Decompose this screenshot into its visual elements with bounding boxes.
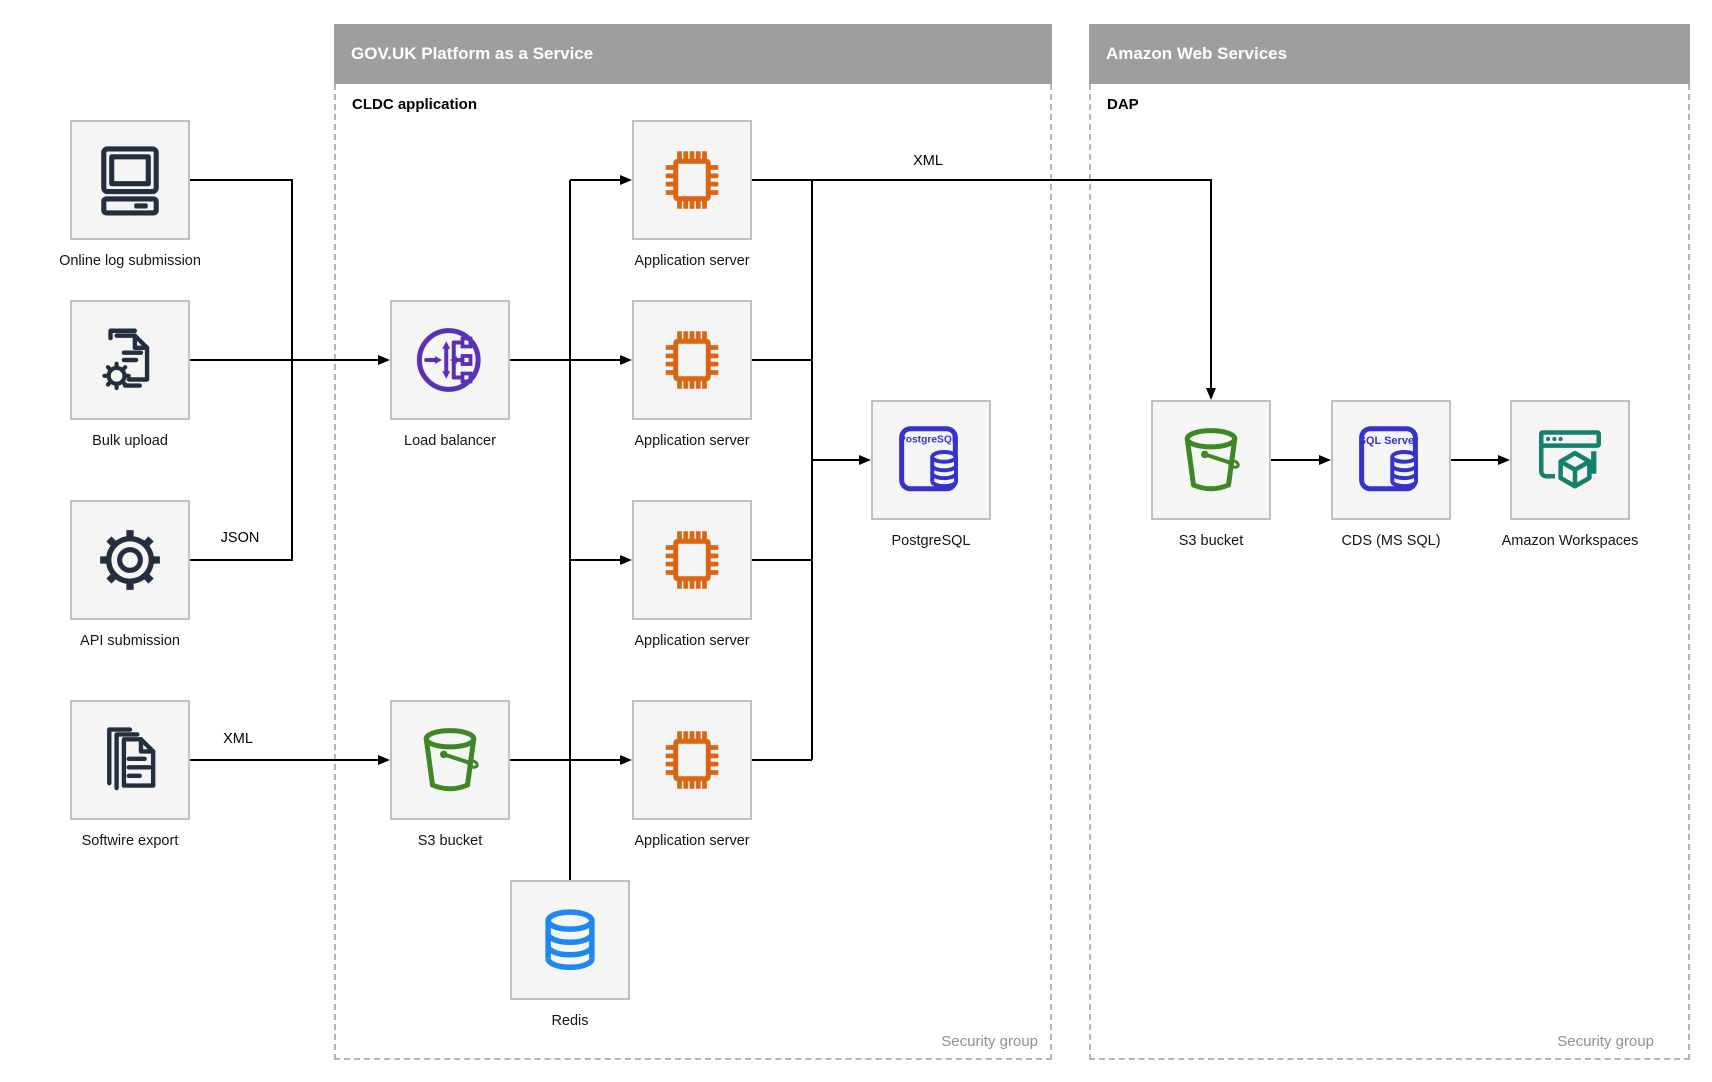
node-label: Redis — [551, 1013, 589, 1029]
node-label: Bulk upload — [92, 433, 168, 449]
container-aws-header: Amazon Web Services — [1089, 24, 1690, 84]
container-aws: Amazon Web Services DAP Security group — [1089, 24, 1690, 1060]
document-gear-icon — [102, 328, 150, 391]
node-box — [390, 700, 510, 820]
node-label: Online log submission — [59, 253, 201, 269]
node-bulk-upload: Bulk upload — [70, 300, 190, 449]
node-box: SQL Server — [1331, 400, 1451, 520]
edge-api-join — [190, 360, 293, 561]
node-label: Application server — [634, 633, 750, 649]
node-application-server-3: Application server — [632, 500, 752, 649]
node-box — [1151, 400, 1271, 520]
node-redis: Redis — [510, 880, 630, 1029]
node-box — [632, 500, 752, 620]
security-group-label-aws: Security group — [1557, 1033, 1654, 1050]
postgresql-icon: PostgreSQL — [899, 426, 958, 492]
sql-server-icon: SQL Server — [1359, 426, 1419, 492]
node-box — [70, 500, 190, 620]
node-box: PostgreSQL — [871, 400, 991, 520]
node-application-server-2: Application server — [632, 300, 752, 449]
gear-icon — [100, 530, 160, 590]
node-box — [632, 300, 752, 420]
node-online-log-submission: Online log submission — [59, 120, 201, 269]
node-label: Amazon Workspaces — [1501, 533, 1639, 549]
postgresql-icon-text: PostgreSQL — [899, 435, 958, 446]
chip-icon — [665, 151, 719, 209]
bucket-icon — [423, 728, 479, 792]
node-box — [70, 700, 190, 820]
edge-label-xml-softwire: XML — [223, 731, 253, 747]
node-label: Application server — [634, 253, 750, 269]
node-label: Application server — [634, 433, 750, 449]
node-box — [70, 300, 190, 420]
edge-appserver1-to-aws-s3 — [752, 179, 1216, 400]
node-box — [510, 880, 630, 1000]
node-label: Application server — [634, 833, 750, 849]
node-box — [632, 120, 752, 240]
redis-icon — [545, 909, 595, 970]
node-box — [632, 700, 752, 820]
security-group-label-paas: Security group — [941, 1033, 1038, 1050]
node-cds-ms-sql: SQL Server CDS (MS SQL) — [1331, 400, 1451, 549]
node-postgresql: PostgreSQL PostgreSQL — [871, 400, 991, 549]
container-aws-sublabel: DAP — [1107, 96, 1139, 113]
node-softwire-export: Softwire export — [70, 700, 190, 849]
container-govuk-paas-header: GOV.UK Platform as a Service — [334, 24, 1052, 84]
node-amazon-workspaces: Amazon Workspaces — [1502, 400, 1638, 549]
edge-label-json: JSON — [220, 530, 260, 546]
computer-icon — [101, 146, 159, 216]
node-application-server-4: Application server — [632, 700, 752, 849]
node-box — [70, 120, 190, 240]
node-s3-bucket-paas: S3 bucket — [390, 700, 510, 849]
node-label: API submission — [80, 633, 180, 649]
workspaces-icon — [1539, 430, 1601, 489]
container-govuk-paas: GOV.UK Platform as a Service CLDC applic… — [334, 24, 1052, 1060]
documents-stack-icon — [107, 727, 156, 791]
chip-icon — [665, 531, 719, 589]
node-label: CDS (MS SQL) — [1341, 533, 1441, 549]
node-label: S3 bucket — [1178, 533, 1244, 549]
node-s3-bucket-aws: S3 bucket — [1151, 400, 1271, 549]
node-label: S3 bucket — [417, 833, 483, 849]
sql-server-icon-text: SQL Server — [1359, 435, 1419, 447]
bucket-icon — [1184, 428, 1240, 492]
load-balancer-icon — [416, 328, 481, 392]
container-govuk-paas-sublabel: CLDC application — [352, 96, 478, 113]
node-label: Load balancer — [404, 433, 496, 449]
node-label: Softwire export — [81, 833, 179, 849]
chip-icon — [665, 731, 719, 789]
node-load-balancer: Load balancer — [390, 300, 510, 449]
node-label: PostgreSQL — [891, 533, 971, 549]
node-application-server-1: Application server — [632, 120, 752, 269]
chip-icon — [665, 331, 719, 389]
edge-onlinelog-join — [190, 179, 293, 360]
edge-label-xml-aws: XML — [913, 153, 943, 169]
node-box — [390, 300, 510, 420]
node-box — [1510, 400, 1630, 520]
node-api-submission: API submission — [70, 500, 190, 649]
